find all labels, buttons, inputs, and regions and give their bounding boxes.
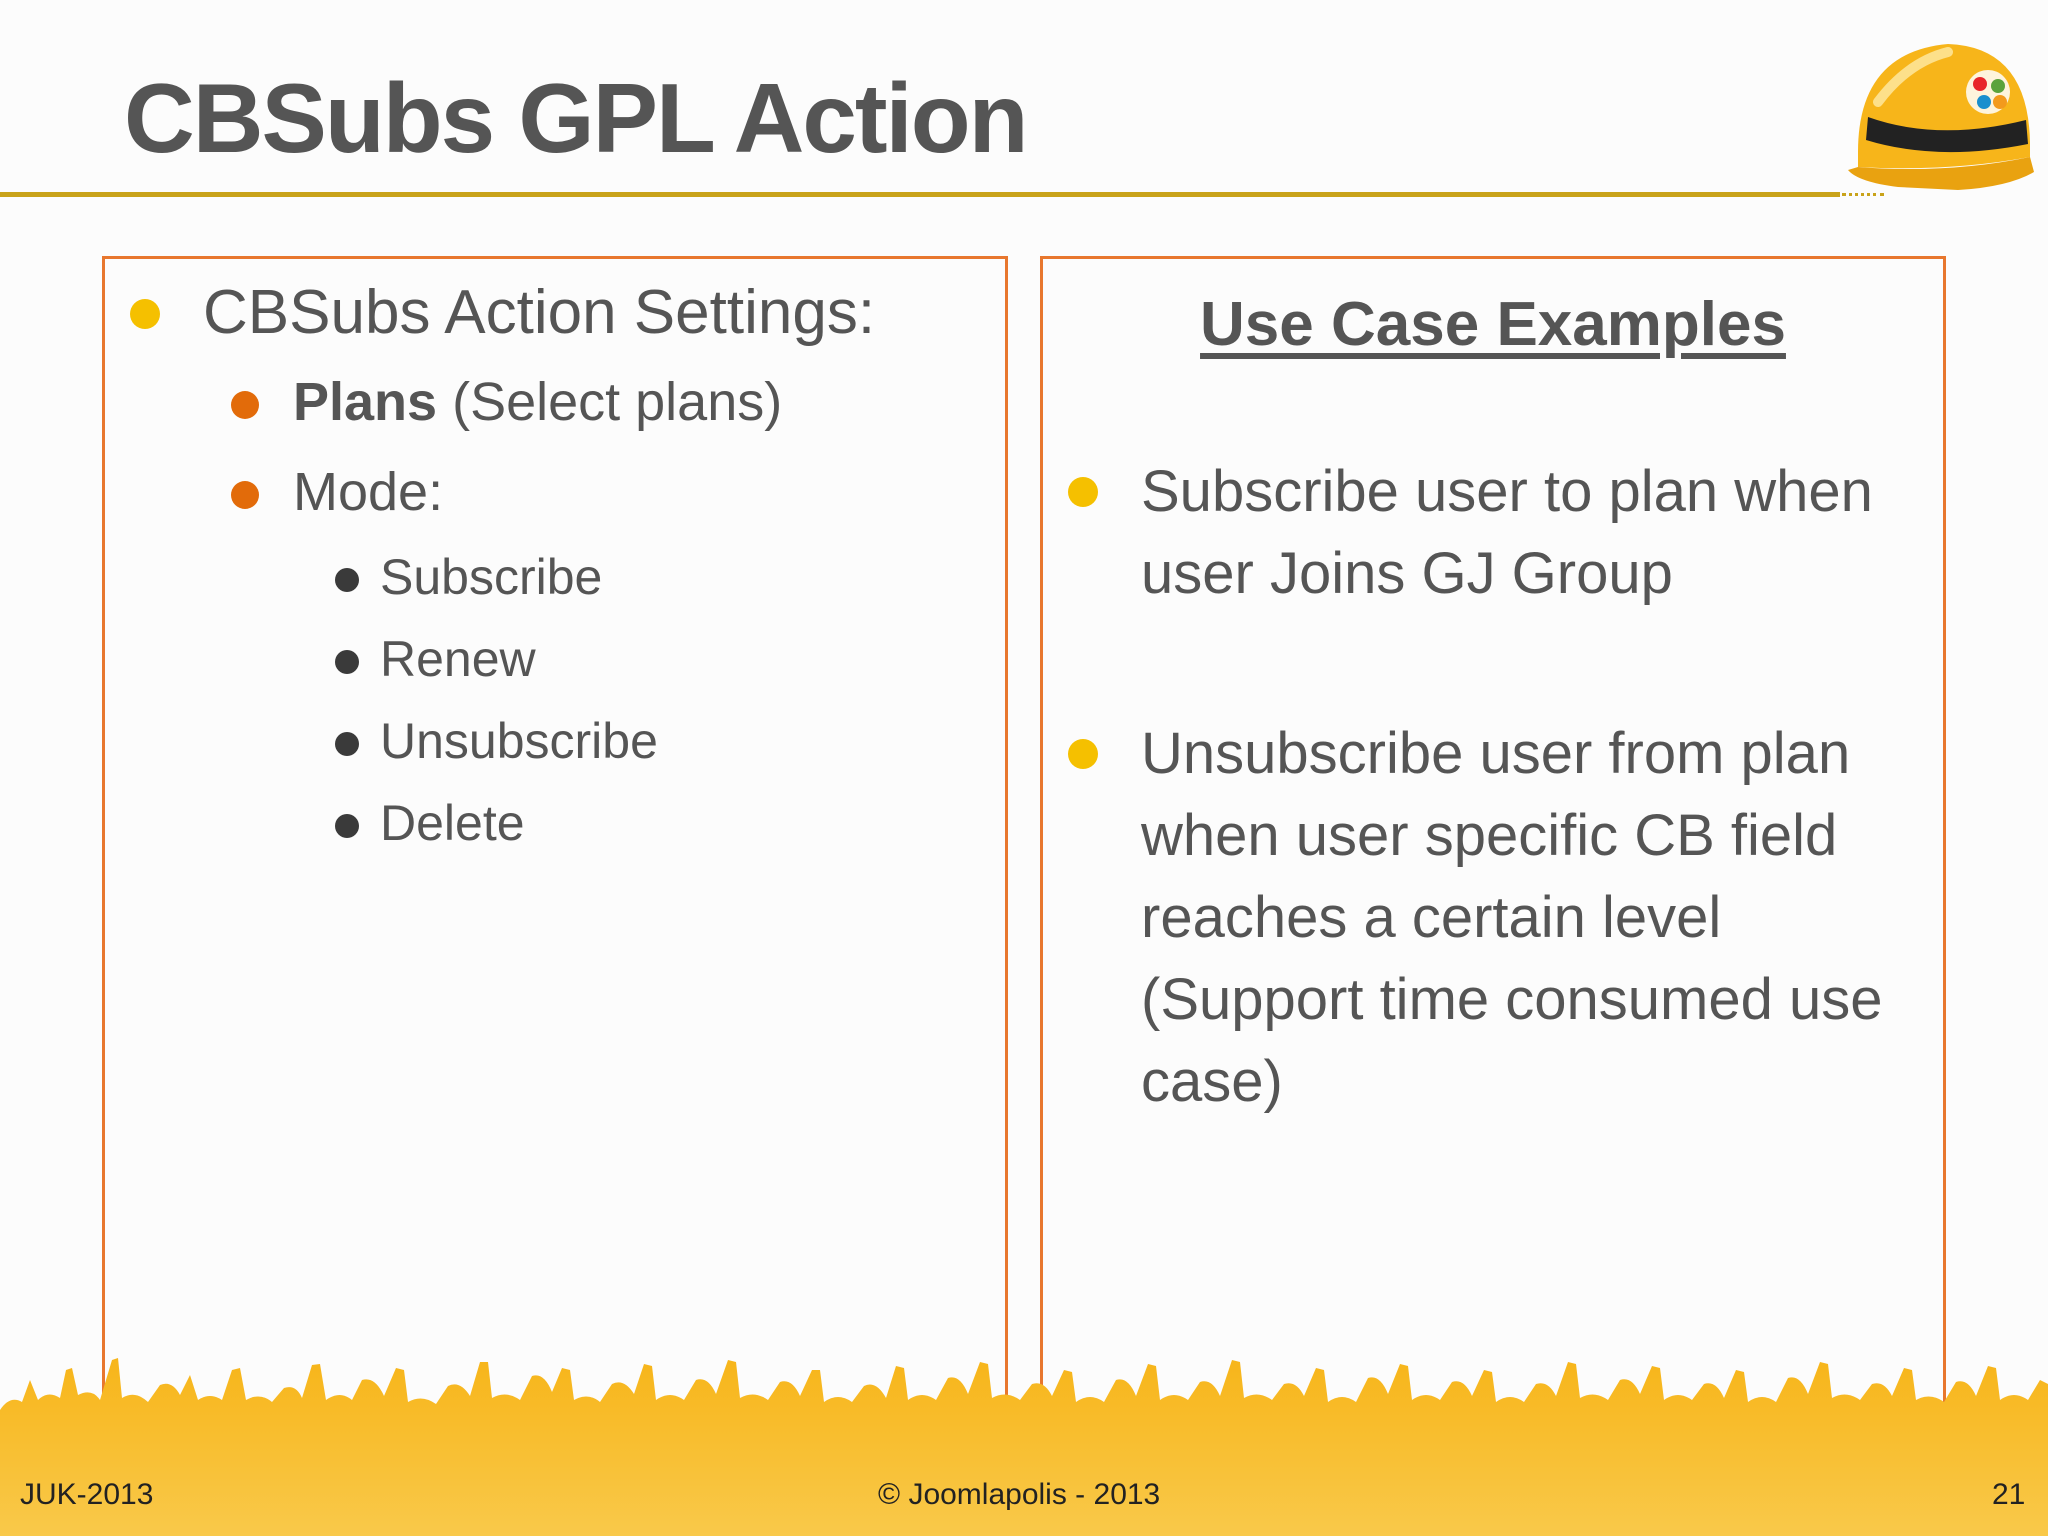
use-case-heading: Use Case Examples bbox=[1200, 290, 1786, 359]
use-case-panel: Use Case Examples Subscribe user to plan… bbox=[1040, 256, 1946, 1421]
cheering-crowd-silhouette bbox=[0, 1358, 2048, 1536]
page-number: 21 bbox=[1992, 1478, 2026, 1511]
settings-panel: CBSubs Action Settings: Plans (Select pl… bbox=[102, 256, 1008, 1421]
title-divider-dots bbox=[1842, 193, 1884, 196]
footer-event: JUK-2013 bbox=[20, 1478, 154, 1511]
bullet-icon bbox=[335, 814, 359, 838]
hard-hat-icon bbox=[1848, 44, 2034, 190]
bullet-icon bbox=[231, 391, 259, 419]
mode-option: Unsubscribe bbox=[380, 713, 658, 769]
bullet-icon bbox=[231, 481, 259, 509]
plans-description: (Select plans) bbox=[437, 372, 783, 432]
use-case-example: Subscribe user to plan when user Joins G… bbox=[1141, 459, 1873, 606]
mode-option: Subscribe bbox=[380, 549, 603, 605]
plans-item: Plans (Select plans) bbox=[293, 371, 782, 433]
use-case-example: Unsubscribe user from plan when user spe… bbox=[1141, 721, 1883, 1114]
bullet-icon bbox=[335, 650, 359, 674]
bullet-icon bbox=[335, 568, 359, 592]
bullet-icon bbox=[1068, 739, 1098, 769]
settings-heading: CBSubs Action Settings: bbox=[203, 278, 876, 347]
footer-copyright: © Joomlapolis - 2013 bbox=[878, 1478, 1161, 1511]
plans-label: Plans bbox=[293, 372, 438, 432]
mode-option: Renew bbox=[380, 631, 536, 687]
mode-option: Delete bbox=[380, 795, 525, 851]
bullet-icon bbox=[335, 732, 359, 756]
mode-label: Mode: bbox=[293, 462, 444, 522]
bullet-icon bbox=[1068, 477, 1098, 507]
title-divider bbox=[0, 192, 1840, 197]
slide-title: CBSubs GPL Action bbox=[124, 63, 1029, 173]
bullet-icon bbox=[130, 299, 160, 329]
